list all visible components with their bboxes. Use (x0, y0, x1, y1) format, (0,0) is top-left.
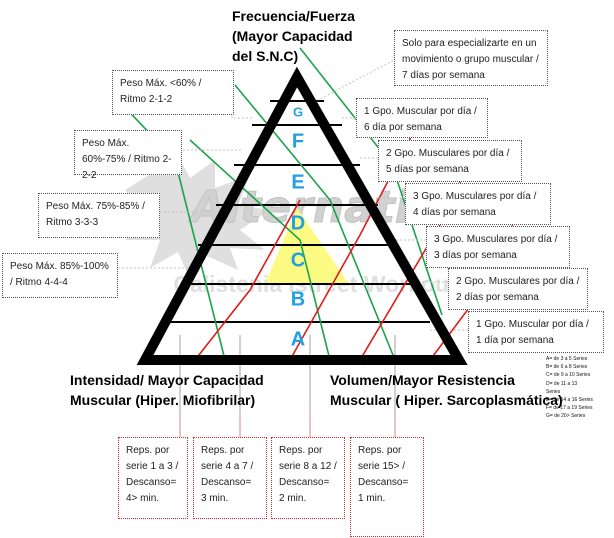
green-line (189, 139, 331, 361)
watermark-splash (125, 150, 270, 280)
frequency-box: 1 Gpo. Muscular por día / 6 día por sema… (356, 98, 488, 138)
left-title-line: Intensidad/ Mayor Capacidad (70, 372, 264, 388)
series-legend-item: D= de 11 a 13 (546, 380, 578, 387)
series-legend-item: Series (546, 388, 561, 395)
level-letter-e: E (291, 171, 304, 193)
frequency-box: 3 Gpo. Musculares por día / 4 días por s… (405, 183, 551, 225)
reps-box: Reps. por serie 15> / Descanso= 1 min. (350, 437, 424, 537)
reps-box: Reps. por serie 1 a 3 / Descanso= 4> min… (118, 437, 188, 519)
level-letter-d: D (291, 212, 305, 234)
reps-box: Reps. por serie 8 a 12 / Descanso= 2 min… (271, 437, 345, 519)
intensity-box: Peso Máx. <60% / Ritmo 2-1-2 (112, 70, 234, 115)
series-legend-item: G= de 20> Series (546, 413, 586, 420)
frequency-box: 3 Gpo. Musculares por día / 3 días por s… (426, 226, 570, 268)
series-legend-item: B= de 6 a 8 Series (546, 364, 588, 371)
series-legend-item: E= de 14 a 16 Series (546, 397, 593, 404)
level-letter-c: C (291, 249, 305, 271)
frequency-box: 2 Gpo. Musculares por día / 2 días por s… (448, 268, 588, 310)
series-legend-item: F= de 17 a 19 Series (546, 405, 593, 412)
top-title-line: del S.N.C) (232, 48, 299, 64)
red-line (194, 199, 301, 361)
level-letter-f: F (292, 130, 304, 152)
frequency-box: Solo para especializarte en un movimient… (394, 30, 548, 86)
frequency-box: 2 Gpo. Musculares por día / 5 días por s… (378, 140, 522, 182)
reps-box: Reps. por serie 4 a 7 / Descanso= 3 min. (193, 437, 267, 519)
intensity-box: Peso Máx. 85%-100% / Ritmo 4-4-4 (2, 253, 118, 298)
series-legend-item: A= de 3 a 5 Series (546, 356, 588, 362)
level-letter-b: B (291, 288, 305, 310)
frequency-box: 1 Gpo. Muscular por día / 1 día por sema… (468, 311, 604, 353)
level-letter-a: A (291, 328, 305, 350)
drop-lines (179, 335, 396, 437)
level-letter-g: G (293, 104, 303, 119)
series-legend-item: C= de 9 a 10 Series (546, 372, 591, 379)
top-title: Frecuencia/Fuerza (Mayor Capacidad del S… (232, 6, 355, 66)
right-title: Volumen/Mayor Resistencia Muscular ( Hip… (330, 370, 563, 410)
left-title-line: Muscular (Hiper. Miofibrilar) (70, 392, 256, 408)
intensity-box: Peso Máx. 75%-85% / Ritmo 3-3-3 (38, 193, 160, 238)
right-title-line: Volumen/Mayor Resistencia (330, 372, 515, 388)
left-title: Intensidad/ Mayor Capacidad Muscular (Hi… (70, 370, 264, 410)
top-title-line: (Mayor Capacidad (232, 28, 353, 44)
series-legend: A= de 3 a 5 Series B= de 6 a 8 Series C=… (546, 355, 612, 421)
top-title-line: Frecuencia/Fuerza (232, 8, 355, 24)
intensity-box: Peso Máx. 60%-75% / Ritmo 2-2-2 (74, 130, 182, 181)
pyramid-outline (136, 66, 468, 365)
right-title-line: Muscular ( Hiper. Sarcoplasmática) (330, 392, 563, 408)
